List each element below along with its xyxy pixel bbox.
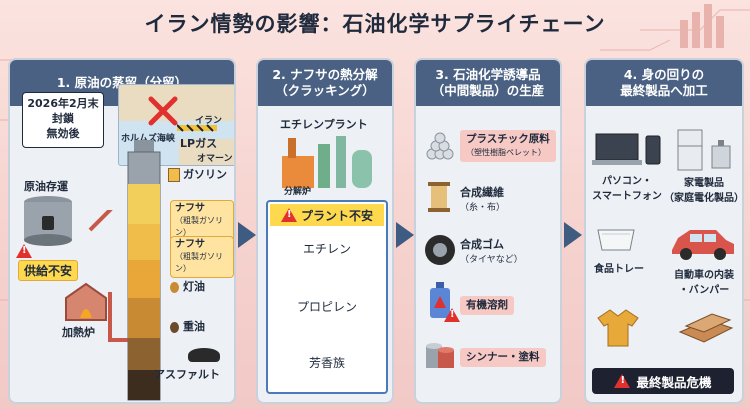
product-appliances: 家電製品 （家庭電化製品） (664, 178, 744, 204)
paint-can-icon (426, 343, 454, 368)
blockade-x-icon (148, 96, 178, 126)
item-plastic: プラスチック原料（塑性樹脂ペレット） (460, 130, 556, 162)
final-products-warning: 最終製品危機 (592, 368, 734, 394)
flow-arrow-3 (564, 222, 582, 248)
product-ethylene: エチレン (302, 242, 351, 256)
product-pc-phone: パソコン・ スマートフォン (592, 176, 662, 202)
cracker-label: 分解炉 (284, 187, 312, 197)
panel-final-products: 4. 身の回りの 最終製品へ加工 パソコン・ スマートフォン 家電製品 （家庭電… (584, 58, 744, 404)
plant-warning-badge: プラント不安 (270, 204, 384, 226)
supply-warning-icon (16, 240, 32, 259)
product-aromatics: 芳香族 (308, 356, 345, 370)
food-tray-icon (597, 229, 635, 251)
droplet-icon (170, 281, 179, 293)
supply-warning-badge: 供給不安 (18, 260, 79, 281)
furnace-icon (65, 282, 107, 321)
pellets-icon (426, 132, 454, 160)
cracking-plant-icon (282, 136, 372, 188)
laptop-phone-icon (592, 133, 661, 165)
car-icon (672, 230, 734, 260)
panel-heading: 4. 身の回りの 最終製品へ加工 (586, 60, 742, 106)
item-paint: シンナー・塗料 (460, 348, 546, 367)
map-label-iran: イラン (195, 116, 223, 126)
warning-icon (280, 208, 297, 222)
fraction-heavy-oil: 重油 (170, 318, 205, 334)
distillation-column (127, 140, 161, 401)
panel-heading: 2. ナフサの熱分解 （クラッキング） (258, 60, 392, 106)
warning-icon (614, 374, 631, 388)
product-food-tray: 食品トレー (594, 264, 644, 275)
storage-tank-icon (24, 196, 72, 246)
cracked-products-box: プラント不安 エチレン プロピレン 芳香族 (266, 200, 388, 394)
fraction-asphalt: アスファルト (154, 368, 220, 381)
item-fiber: 合成繊維（糸・布） (460, 186, 506, 213)
fraction-naphtha-2: ナフサ（粗製ガソリン） (170, 236, 234, 278)
barrier-icon (177, 124, 217, 132)
panel-distillation: 1. 原油の蒸留（分留） イラン ホルムズ海峡 オマーン 2026年2月末 封鎖… (8, 58, 236, 404)
appliance-icon (677, 129, 731, 171)
fraction-lpg: LPガス (180, 137, 218, 150)
tire-icon (425, 235, 455, 265)
thread-spool-icon (428, 182, 450, 212)
product-propylene: プロピレン (296, 300, 357, 314)
ethylene-plant-label: エチレンプラント (280, 118, 368, 131)
fraction-kerosene: 灯油 (170, 278, 205, 294)
blockade-callout: 2026年2月末 封鎖 無効後 (22, 92, 104, 148)
flow-arrow-2 (396, 222, 414, 248)
item-rubber: 合成ゴム（タイヤなど） (460, 238, 523, 265)
furnace-label: 加熱炉 (62, 326, 95, 339)
lumber-icon (678, 313, 734, 343)
fuel-can-icon (168, 168, 180, 182)
asphalt-pile-icon (188, 348, 220, 362)
solvent-warning-icon (444, 304, 460, 323)
item-solvent: 有機溶剤 (460, 296, 514, 315)
fraction-gasoline: ガソリン (168, 166, 227, 182)
crude-storage-label: 原油存運 (24, 180, 68, 193)
shirt-icon (597, 309, 639, 347)
panel-cracking: 2. ナフサの熱分解 （クラッキング） エチレンプラント 分解炉 プラント不安 … (256, 58, 394, 404)
product-car-interior: 自動車の内装 ・バンパー (674, 270, 734, 296)
page-title: イラン情勢の影響：石油化学サプライチェーン (144, 12, 606, 36)
flow-arrow-1 (238, 222, 256, 248)
droplet-icon (170, 321, 179, 333)
hormuz-map: イラン ホルムズ海峡 オマーン (118, 84, 234, 166)
fraction-naphtha-1: ナフサ（粗製ガソリン） (170, 200, 234, 242)
map-label-oman: オマーン (197, 154, 233, 164)
panel-derivatives: 3. 石油化学誘導品 （中間製品）の生産 プラスチック原料（塑性樹脂ペレット） … (414, 58, 562, 404)
panel-heading: 3. 石油化学誘導品 （中間製品）の生産 (416, 60, 560, 106)
map-label-hormuz: ホルムズ海峡 (121, 134, 175, 144)
feed-pipes (88, 210, 130, 342)
